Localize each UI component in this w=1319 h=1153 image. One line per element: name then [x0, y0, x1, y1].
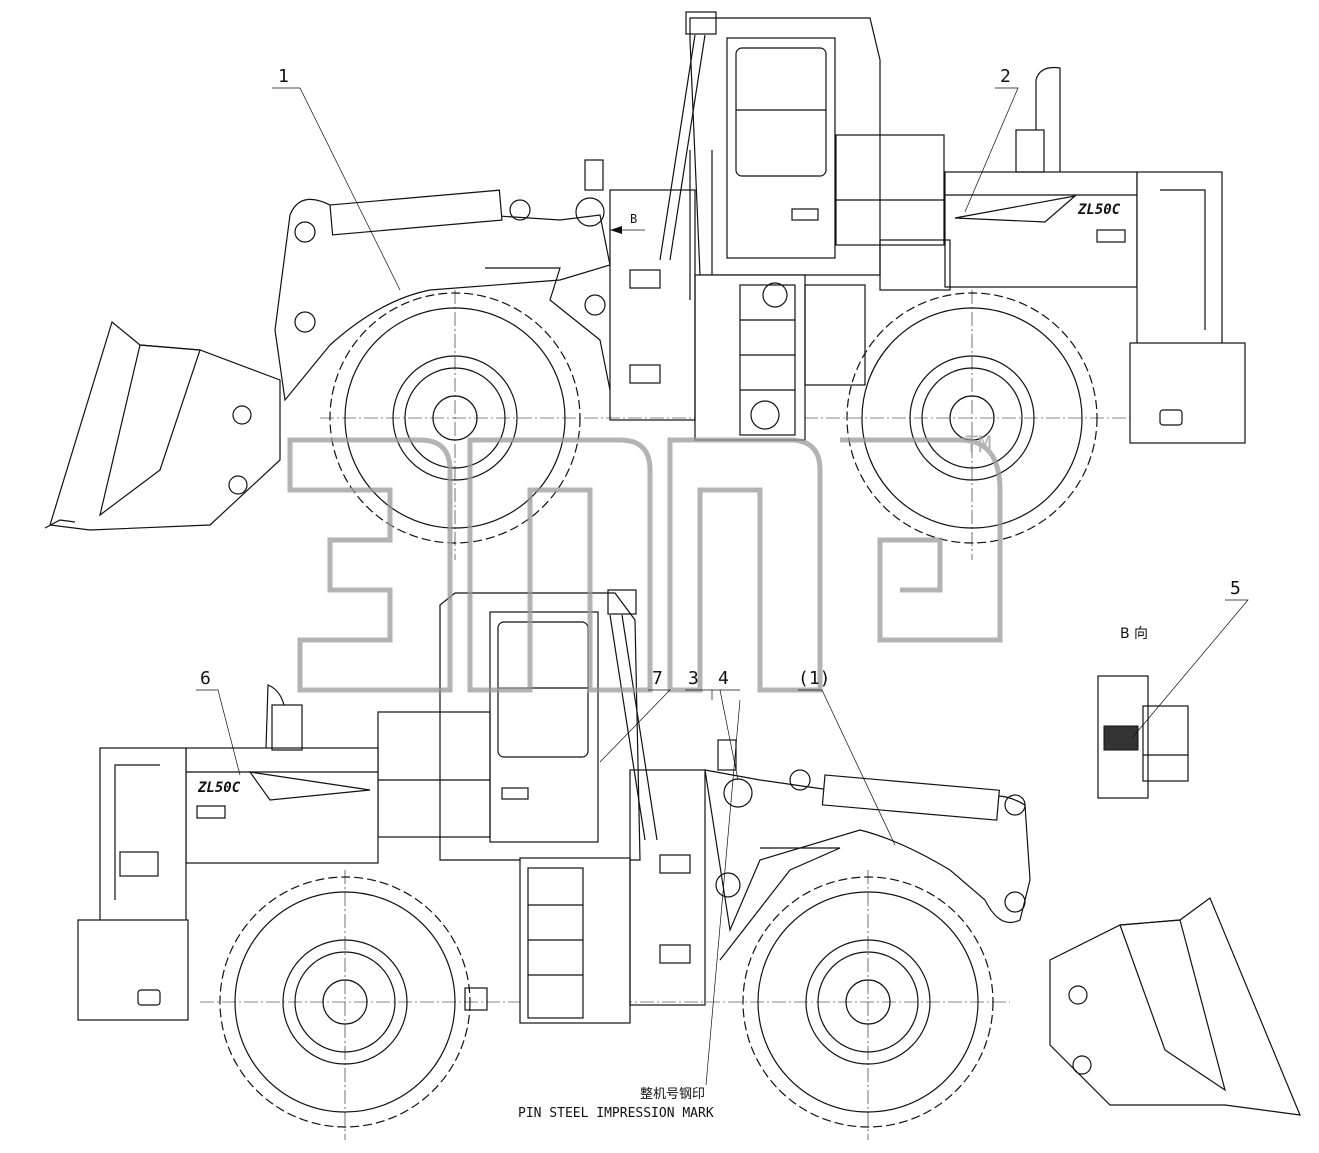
- bottom-front-wheel: [742, 876, 994, 1128]
- leader-lines: [196, 87, 1249, 1086]
- svg-text:TM: TM: [965, 433, 992, 458]
- callout-2: 2: [1000, 66, 1011, 87]
- watermark-logo: TM: [287, 433, 1003, 693]
- bottom-boom: [704, 769, 1031, 961]
- callout-7: 7: [652, 668, 663, 689]
- callout-6: 6: [200, 668, 211, 689]
- callout-1: 1: [278, 66, 289, 87]
- top-chassis: [584, 159, 866, 441]
- top-bucket: [44, 320, 281, 531]
- note-pin-steel-impression-mark: PIN STEEL IMPRESSION MARK: [518, 1106, 714, 1121]
- callout-5: 5: [1230, 578, 1241, 599]
- bottom-chassis: [464, 739, 755, 1024]
- view-b-label: B 向: [1120, 626, 1148, 642]
- top-front-wheel: [329, 292, 581, 544]
- note-chinese: 整机号钢印: [640, 1087, 705, 1102]
- top-boom: [274, 189, 611, 402]
- bottom-engine-hood: [77, 684, 379, 1021]
- view-marker-b: B: [630, 212, 637, 226]
- callout-4: 4: [718, 668, 729, 689]
- bottom-cab: [377, 589, 658, 861]
- top-engine-hood: [879, 66, 1246, 444]
- bottom-rear-wheel: [219, 876, 471, 1128]
- callout-1-bracketed: (1): [798, 668, 831, 689]
- top-rear-wheel: [846, 292, 1098, 544]
- model-badge-top: ZL50C: [1077, 202, 1121, 218]
- bottom-loader-view: [77, 589, 1301, 1140]
- bottom-bucket: [1049, 897, 1301, 1116]
- callout-3: 3: [688, 668, 699, 689]
- model-badge-bottom: ZL50C: [197, 780, 241, 796]
- top-loader-view: [44, 11, 1246, 560]
- top-cab: [659, 11, 945, 300]
- view-b-detail: [1097, 675, 1189, 799]
